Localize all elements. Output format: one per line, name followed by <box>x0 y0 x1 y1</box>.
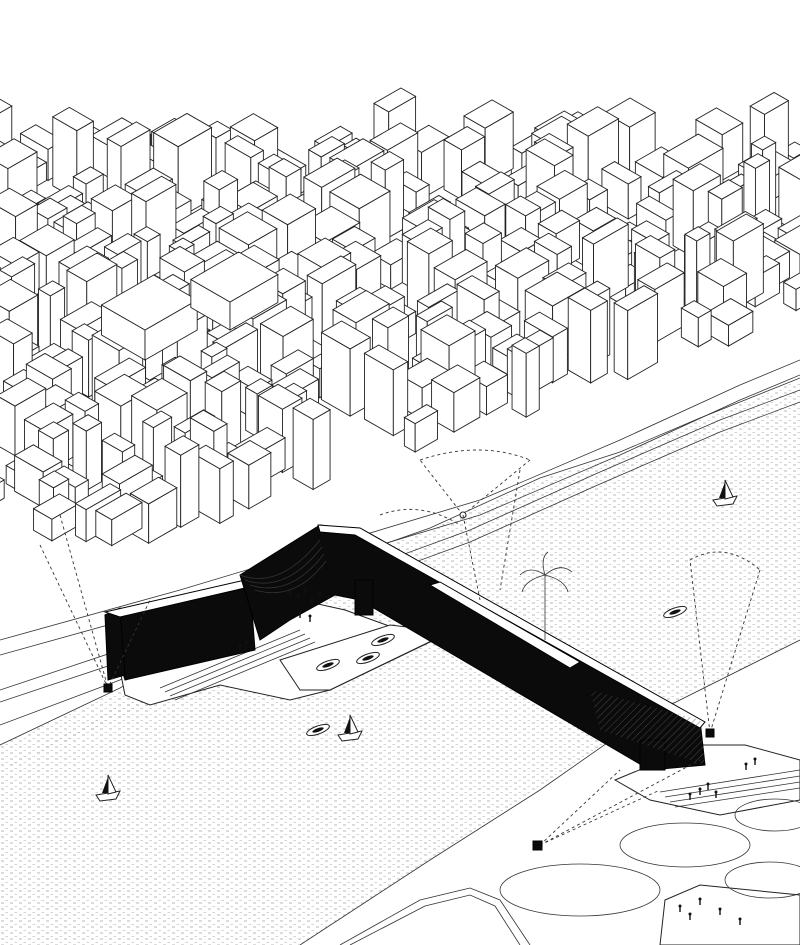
person <box>310 598 314 606</box>
building-block <box>567 287 609 384</box>
city-blocks <box>0 87 800 547</box>
building-block <box>782 272 800 312</box>
building-block <box>94 492 143 547</box>
person <box>288 590 292 598</box>
person <box>308 614 312 622</box>
building-block <box>403 404 439 453</box>
left-building-block <box>103 579 260 681</box>
sailboats <box>95 479 738 802</box>
person <box>298 610 302 618</box>
viewpoint-cube <box>705 728 715 738</box>
building-block <box>705 298 754 347</box>
rowboats <box>306 605 687 737</box>
building-block <box>777 154 800 235</box>
person <box>318 592 322 600</box>
building-block <box>37 280 66 361</box>
person <box>698 787 702 795</box>
people-figures <box>238 587 757 925</box>
person <box>688 912 692 920</box>
person <box>738 917 742 925</box>
person <box>244 640 248 648</box>
person <box>678 904 682 912</box>
rowboat <box>316 658 340 672</box>
building-block <box>511 337 541 418</box>
person <box>238 644 242 652</box>
rowboat <box>663 605 687 619</box>
viewpoint-cube <box>532 840 543 851</box>
rowboat <box>371 633 395 647</box>
person <box>688 792 692 800</box>
person <box>718 907 722 915</box>
person <box>753 757 757 765</box>
building-block <box>292 397 331 491</box>
rowboat <box>356 651 380 665</box>
person <box>714 790 718 798</box>
building-block <box>100 274 199 361</box>
viewpoint-markers <box>39 449 761 851</box>
building-block <box>680 300 713 348</box>
palm-tree <box>519 551 573 640</box>
bridge-building <box>239 524 706 771</box>
viewpoint-cube <box>103 683 113 693</box>
sailboat <box>337 714 363 742</box>
sailboat <box>712 479 738 507</box>
person <box>706 782 710 790</box>
person <box>303 587 307 595</box>
building-block <box>189 251 279 331</box>
sailboat <box>95 774 121 802</box>
building-block <box>0 476 6 502</box>
oval-water-pools <box>499 798 800 917</box>
building-block <box>227 440 272 510</box>
building-block <box>32 493 79 542</box>
person <box>698 897 702 905</box>
person <box>296 594 300 602</box>
building-block <box>363 344 409 437</box>
rowboat <box>306 723 330 737</box>
person <box>744 762 748 770</box>
building-block <box>320 320 372 417</box>
building-block <box>613 285 659 381</box>
